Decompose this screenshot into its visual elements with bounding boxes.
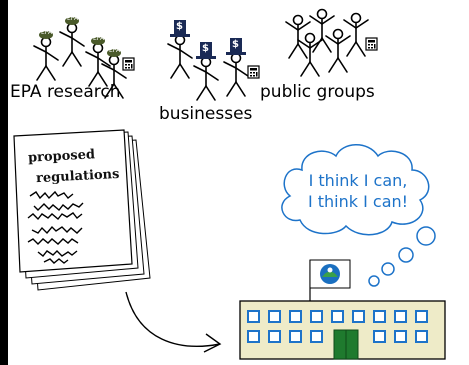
business-figure	[223, 52, 249, 97]
calculator-icon	[365, 37, 378, 51]
epa-research-label: EPA research	[10, 82, 121, 102]
business-figure	[193, 56, 219, 101]
thought-text: I think I can, I think I can!	[298, 170, 418, 212]
epa-hat-text: EPA	[109, 47, 121, 54]
public-figure	[343, 12, 369, 57]
epa-hat-text: EPA	[93, 35, 105, 42]
proposed-regulations-document	[13, 129, 151, 291]
epa-hat-icon	[39, 31, 53, 39]
document-title-line1: proposed	[27, 147, 96, 166]
public-figure	[297, 32, 323, 77]
calculator-icon	[247, 65, 260, 79]
epa-hat-text: EPA	[41, 29, 53, 36]
public-groups-label: public groups	[260, 82, 375, 102]
epa-hat-text: EPA	[67, 15, 79, 22]
epa-hat-icon	[91, 37, 105, 45]
dollar-sign-icon: $	[202, 43, 209, 54]
thought-line2: I think I can!	[307, 192, 409, 211]
epa-researcher-figure	[59, 22, 85, 67]
business-hat-icon	[174, 20, 186, 36]
epa-logo-icon	[320, 264, 340, 284]
epa-hat-icon	[65, 17, 79, 25]
epa-hat-icon	[107, 49, 121, 57]
document-scribbles	[27, 190, 84, 264]
epa-building	[239, 259, 446, 360]
diagram-canvas: EPA research businesses public groups EP…	[8, 0, 469, 365]
dollar-sign-icon: $	[176, 21, 183, 32]
thought-line1: I think I can,	[308, 171, 408, 190]
public-groups-group	[285, 8, 378, 77]
businesses-label: businesses	[159, 104, 253, 124]
epa-researcher-figure	[33, 36, 59, 81]
epa-researcher-figure	[85, 42, 111, 87]
diagram-drawing	[13, 8, 446, 360]
epa-researchers-group	[33, 17, 135, 99]
building-windows	[247, 310, 428, 343]
thought-bubble	[281, 144, 436, 287]
business-hat-icon	[230, 38, 242, 54]
dollar-sign-icon: $	[232, 39, 239, 50]
flow-arrow	[125, 291, 222, 353]
businesses-group	[167, 20, 260, 101]
business-figure	[167, 34, 193, 79]
calculator-icon	[122, 57, 135, 71]
business-hat-icon	[200, 42, 212, 58]
